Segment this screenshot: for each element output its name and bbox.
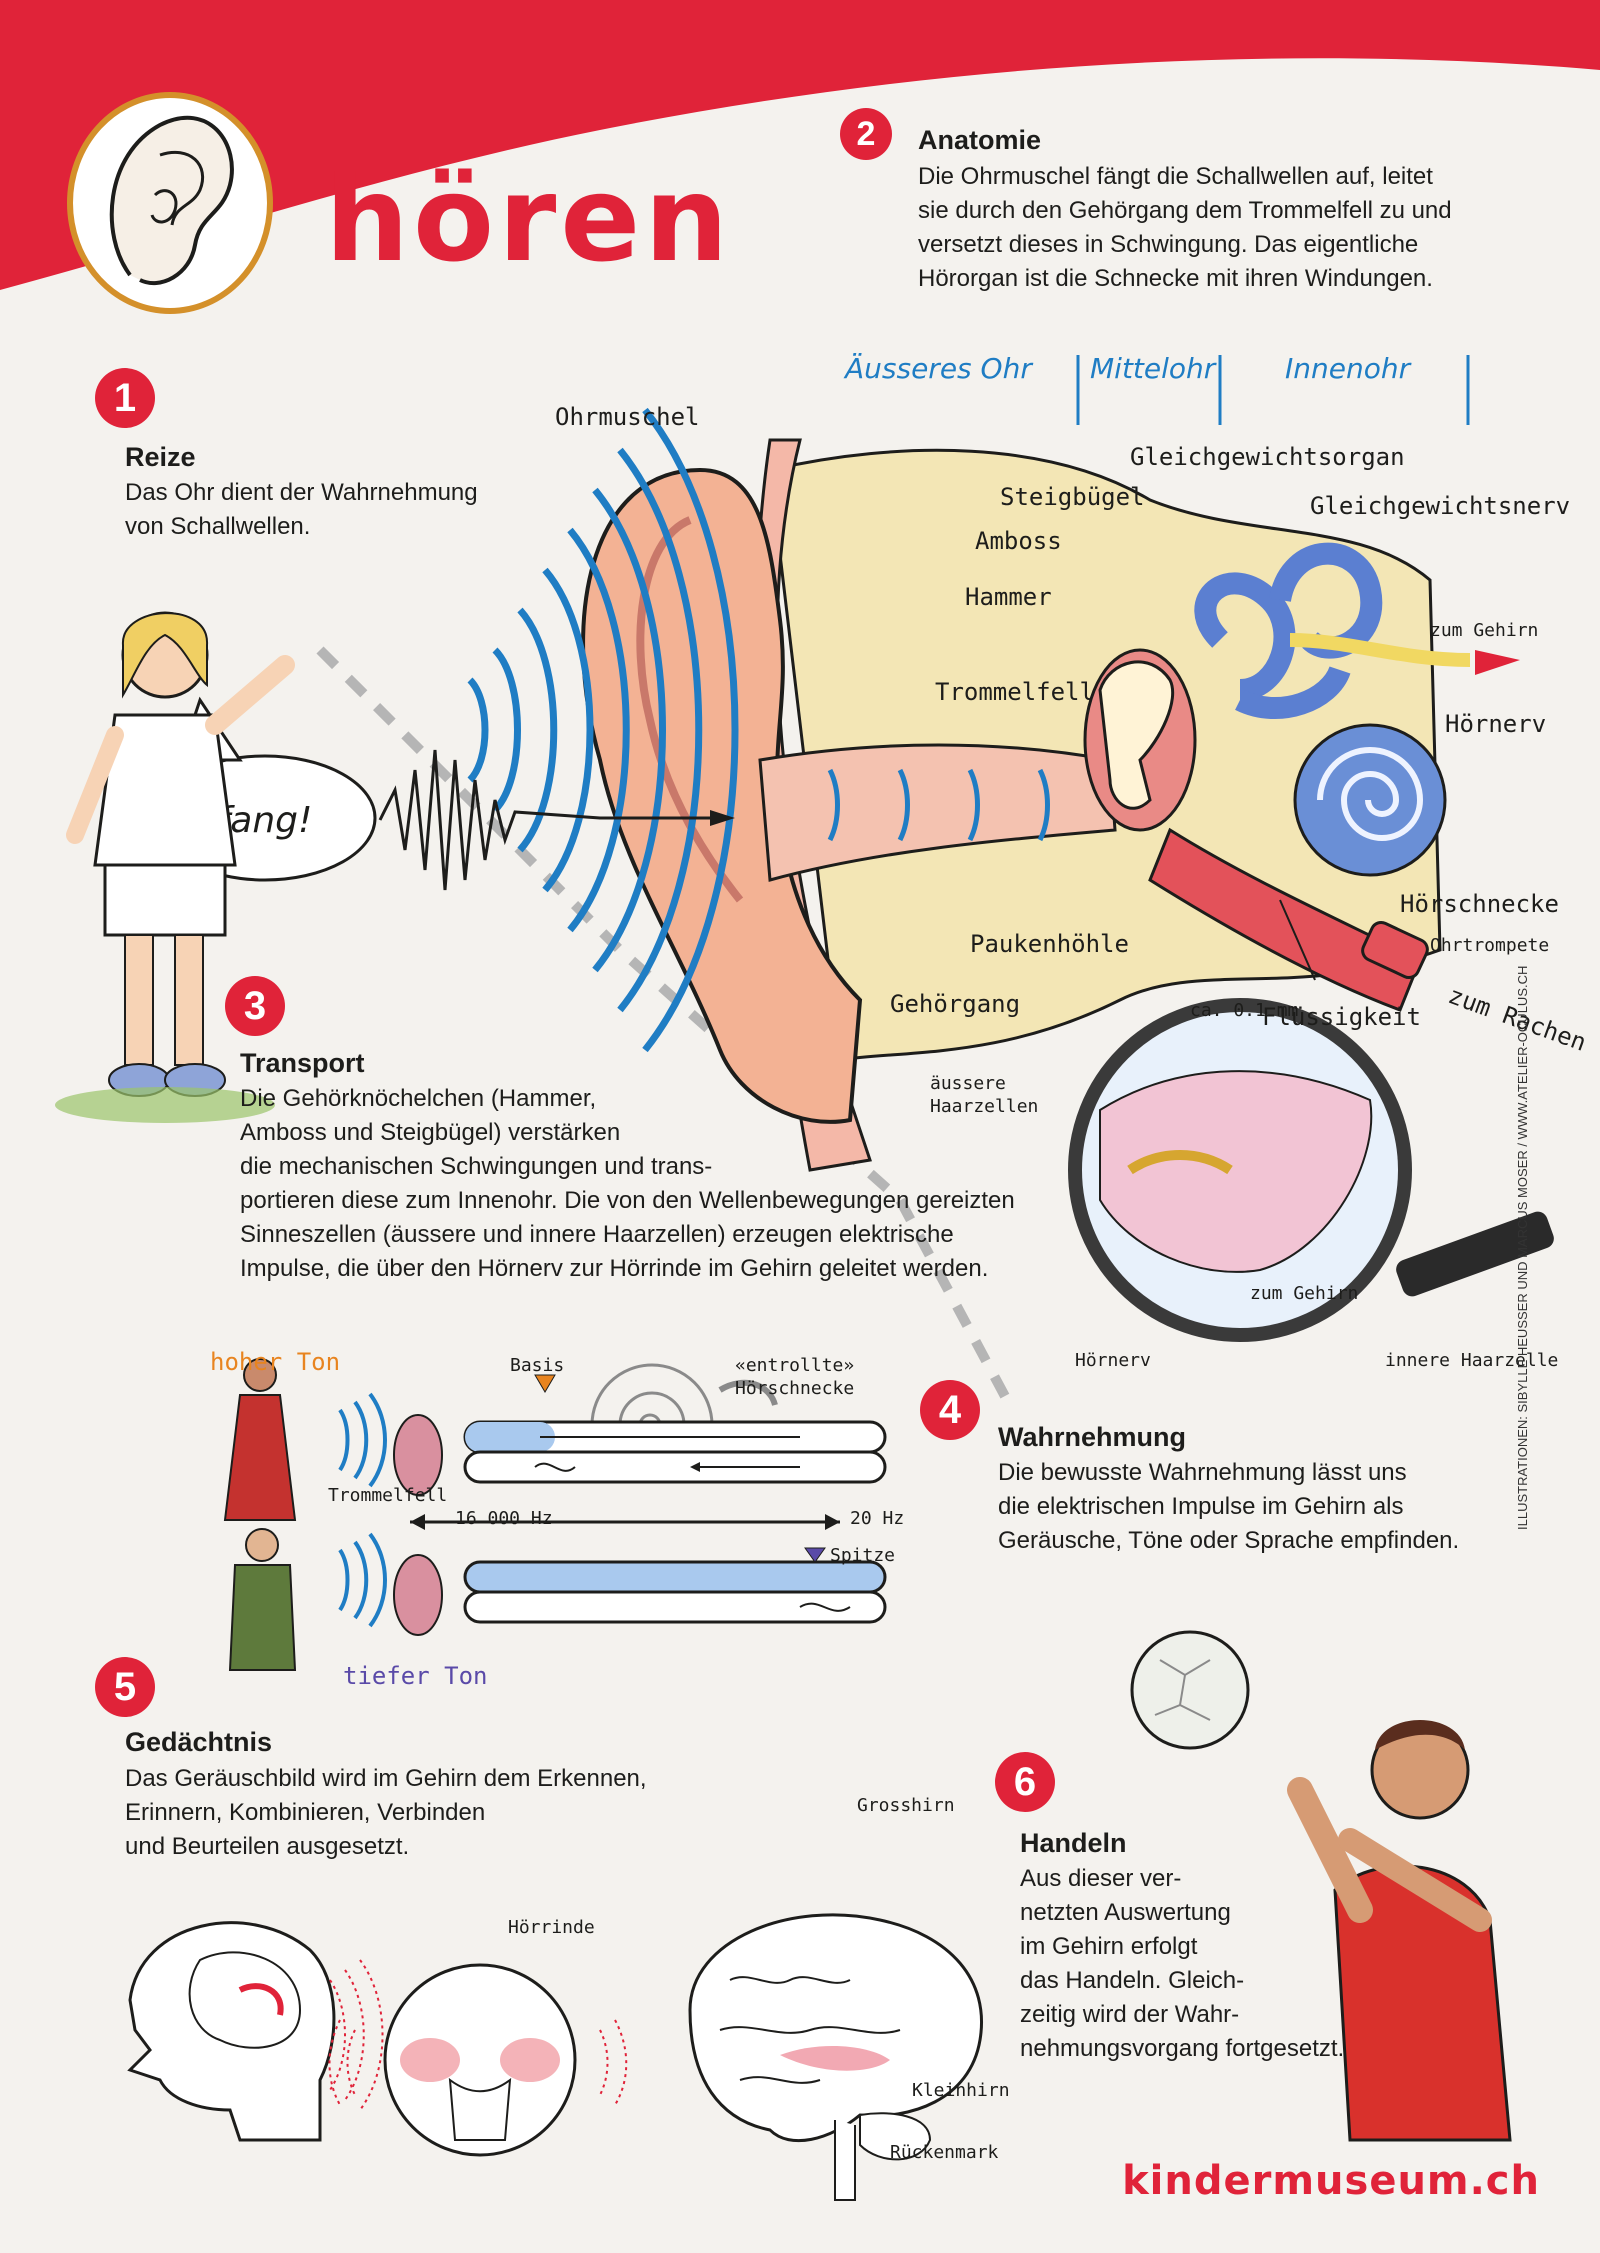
- text-line: Das Geräuschbild wird im Gehirn dem Erke…: [125, 1765, 647, 1792]
- text-line: netzten Auswertung: [1020, 1899, 1231, 1926]
- text-line: Die bewusste Wahrnehmung lässt uns: [998, 1459, 1407, 1486]
- section-body-transport: Die Gehörknöchelchen (Hammer, Amboss und…: [240, 1082, 1015, 1286]
- ball-icon: [1130, 1630, 1250, 1750]
- label-kleinhirn: Kleinhirn: [912, 2080, 1010, 2101]
- section-title-transport: Transport: [240, 1048, 365, 1078]
- label-tiefer-ton: tiefer Ton: [343, 1662, 488, 1690]
- label-hoerrinde: Hörrinde: [508, 1917, 595, 1938]
- section-title-reize: Reize: [125, 442, 196, 472]
- section-number-1: 1: [95, 368, 155, 428]
- section-body-gedaechtnis: Das Geräuschbild wird im Gehirn dem Erke…: [125, 1762, 647, 1864]
- text-line: Sinneszellen (äussere und innere Haarzel…: [240, 1221, 954, 1248]
- label-zum-gehirn: zum Gehirn: [1430, 620, 1539, 641]
- label-paukenhoehle: Paukenhöhle: [970, 930, 1129, 958]
- region-label-middle: Mittelohr: [1090, 352, 1216, 385]
- text-line: zeitig wird der Wahr-: [1020, 2001, 1240, 2028]
- brain-illustrations: [127, 1913, 983, 2201]
- girl-illustration: [55, 611, 295, 1123]
- section-number-3: 3: [225, 976, 285, 1036]
- section-number-4: 4: [920, 1380, 980, 1440]
- text-line: portieren diese zum Innenohr. Die von de…: [240, 1187, 1015, 1214]
- text-line: Impulse, die über den Hörnerv zur Hörrin…: [240, 1255, 989, 1282]
- label-aeussere-haarzellen-2: Haarzellen: [930, 1096, 1039, 1117]
- region-label-inner: Innenohr: [1285, 352, 1411, 385]
- text-line: das Handeln. Gleich-: [1020, 1967, 1245, 1994]
- label-aeussere-haarzellen-1: äussere: [930, 1073, 1006, 1094]
- ear-diagram: fang!: [153, 355, 1554, 1400]
- text-line: im Gehirn erfolgt: [1020, 1933, 1198, 1960]
- label-hoerschnecke: Hörschnecke: [1400, 890, 1559, 918]
- label-magnifier-zum-gehirn: zum Gehirn: [1250, 1283, 1359, 1304]
- label-entrollte-1: «entrollte»: [735, 1355, 855, 1376]
- text-line: von Schallwellen.: [125, 513, 311, 540]
- section-title-gedaechtnis: Gedächtnis: [125, 1727, 273, 1757]
- text-line: Das Ohr dient der Wahrnehmung: [125, 479, 478, 506]
- label-magnifier-hoernerv: Hörnerv: [1075, 1350, 1151, 1371]
- section-number-2: 2: [840, 108, 892, 160]
- speech-bubble-text: fang!: [218, 800, 313, 841]
- text-line: die mechanischen Schwingungen und trans-: [240, 1153, 713, 1180]
- section-title-handeln: Handeln: [1020, 1828, 1127, 1858]
- label-spitze: Spitze: [830, 1545, 896, 1566]
- boy-with-ball-illustration: [1130, 1630, 1512, 2142]
- section-number-5: 5: [95, 1657, 155, 1717]
- section-body-anatomie: Die Ohrmuschel fängt die Schallwellen au…: [918, 160, 1452, 296]
- text-line: nehmungsvorgang fortgesetzt.: [1020, 2035, 1345, 2062]
- section-title-wahrnehmung: Wahrnehmung: [998, 1422, 1186, 1452]
- label-rueckenmark: Rückenmark: [890, 2142, 999, 2163]
- section-number-6: 6: [995, 1752, 1055, 1812]
- text-line: Die Ohrmuschel fängt die Schallwellen au…: [918, 163, 1433, 190]
- label-trommelfell: Trommelfell: [935, 678, 1094, 706]
- text-line: sie durch den Gehörgang dem Trommelfell …: [918, 197, 1452, 224]
- label-hoher-ton: hoher Ton: [210, 1348, 341, 1376]
- magnifier-handle: [1396, 1211, 1554, 1297]
- text-line: Die Gehörknöchelchen (Hammer,: [240, 1085, 597, 1112]
- label-gehoergang: Gehörgang: [890, 990, 1021, 1018]
- label-amboss: Amboss: [975, 527, 1062, 555]
- header-band: [0, 0, 1600, 290]
- label-gleichgewichtsnerv: Gleichgewichtsnerv: [1310, 492, 1571, 520]
- label-hoernerv: Hörnerv: [1445, 710, 1547, 738]
- label-basis: Basis: [510, 1355, 565, 1376]
- label-ohrtrompete: Ohrtrompete: [1430, 935, 1550, 956]
- label-entrollte-2: Hörschnecke: [735, 1378, 855, 1399]
- label-hammer: Hammer: [965, 583, 1052, 611]
- label-freq-low: 20 Hz: [850, 1508, 905, 1529]
- text-line: Aus dieser ver-: [1020, 1865, 1182, 1892]
- section-title-anatomie: Anatomie: [918, 125, 1042, 155]
- text-line: und Beurteilen ausgesetzt.: [125, 1833, 410, 1860]
- text-line: Amboss und Steigbügel) verstärken: [240, 1119, 621, 1146]
- sound-waves: [467, 407, 739, 1053]
- cochlea-frequency-diagram: [223, 1358, 887, 1671]
- magnifier-scale: ca. 0.1 mm: [1190, 1000, 1299, 1021]
- text-line: versetzt dieses in Schwingung. Das eigen…: [918, 231, 1419, 258]
- section-body-handeln: Aus dieser ver- netzten Auswertung im Ge…: [1020, 1862, 1344, 2066]
- page-title: hören: [325, 150, 733, 288]
- label-grosshirn: Grosshirn: [857, 1795, 955, 1816]
- section-body-reize: Das Ohr dient der Wahrnehmung von Schall…: [125, 476, 478, 544]
- text-line: die elektrischen Impulse im Gehirn als: [998, 1493, 1404, 1520]
- illustration-credit: ILLUSTRATIONEN: SIBYLLE HEUSSER UND MARC…: [1515, 966, 1530, 1530]
- website-link[interactable]: kindermuseum.ch: [1122, 2158, 1540, 2204]
- label-steigbuegel: Steigbügel: [1000, 483, 1145, 511]
- region-label-outer: Äusseres Ohr: [845, 352, 1032, 385]
- label-fluessigkeit: Flüssigkeit: [1262, 1003, 1421, 1031]
- label-innere-haarzelle: innere Haarzelle: [1385, 1350, 1559, 1371]
- text-line: Geräusche, Töne oder Sprache empfinden.: [998, 1527, 1460, 1554]
- section-body-wahrnehmung: Die bewusste Wahrnehmung lässt uns die e…: [998, 1456, 1459, 1558]
- text-line: Erinnern, Kombinieren, Verbinden: [125, 1799, 486, 1826]
- label-gleichgewichtsorgan: Gleichgewichtsorgan: [1130, 443, 1405, 471]
- text-line: Hörorgan ist die Schnecke mit ihren Wind…: [918, 265, 1433, 292]
- ear-logo-icon: [67, 92, 273, 314]
- label-ohrmuschel: Ohrmuschel: [555, 403, 700, 431]
- label-freq-high: 16 000 Hz: [455, 1508, 553, 1529]
- label-tone-trommelfell: Trommelfell: [328, 1485, 448, 1506]
